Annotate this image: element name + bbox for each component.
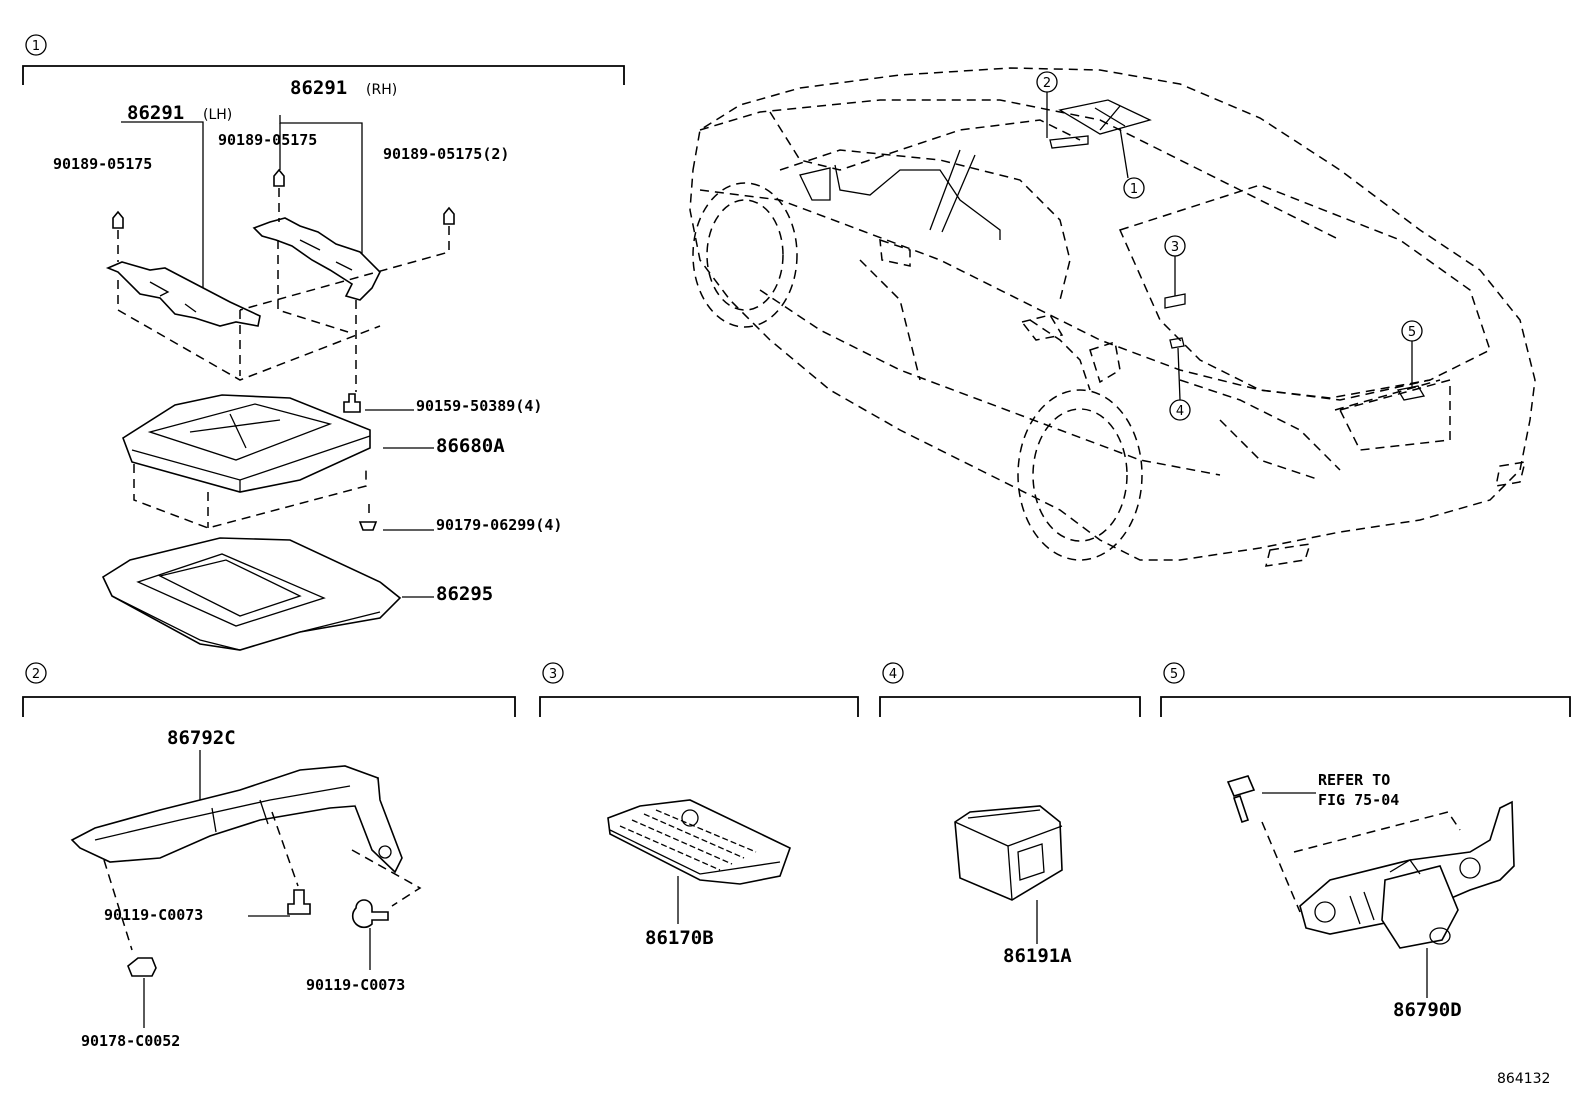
section-4-number: 4 xyxy=(889,667,897,682)
group-3-parts: 86170B xyxy=(607,799,791,949)
bolt-icon xyxy=(343,393,361,413)
section-1-header: 1 xyxy=(22,34,625,85)
display-unit-drawing xyxy=(122,394,371,493)
bracket-rh-part-number: 86291 xyxy=(290,77,347,99)
screw-qty2-label: 90189-05175(2) xyxy=(383,145,509,163)
clip-label: 90179-06299(4) xyxy=(436,516,562,534)
receiver-drawing xyxy=(954,805,1063,901)
camera-label: 86790D xyxy=(1393,999,1462,1021)
remote-label: 86170B xyxy=(645,927,714,949)
group-2-parts: 86792C 90119-C0073 90119-C0073 90178-C00… xyxy=(70,727,422,1050)
screw-icon xyxy=(287,889,311,915)
screw-rh-label: 90189-05175 xyxy=(218,131,317,149)
screw-lh-label: 90189-05175 xyxy=(53,155,152,173)
bolt-label: 90159-50389(4) xyxy=(416,397,542,415)
callout-3: 3 xyxy=(1171,240,1179,255)
callout-4: 4 xyxy=(1176,404,1184,419)
rear-camera-drawing xyxy=(1299,800,1515,949)
section-4-header: 4 xyxy=(879,662,1141,717)
callout-2: 2 xyxy=(1043,76,1051,91)
display-label: 86680A xyxy=(436,435,505,457)
bracket-rh-side: (RH) xyxy=(366,82,397,98)
screw-icon xyxy=(443,206,455,225)
vehicle-overview-drawing: 2 1 3 4 5 xyxy=(689,67,1536,567)
screw-icon xyxy=(112,210,124,229)
antenna-unit-drawing xyxy=(70,765,403,874)
receiver-label: 86191A xyxy=(1003,945,1072,967)
clip-icon xyxy=(358,521,378,531)
group-4-parts: 86191A xyxy=(954,805,1072,967)
section-1-number: 1 xyxy=(32,39,40,54)
antenna-label: 86792C xyxy=(167,727,236,749)
cover-label: 86295 xyxy=(436,583,493,605)
callout-5: 5 xyxy=(1408,325,1416,340)
refer-to-line1: REFER TO xyxy=(1318,771,1390,789)
bezel-cover-drawing xyxy=(101,537,402,651)
bracket-lh-side: (LH) xyxy=(203,107,232,123)
bracket-lh-drawing xyxy=(105,261,261,327)
screw-b-label: 90119-C0073 xyxy=(306,976,405,994)
section-3-header: 3 xyxy=(539,662,859,717)
callout-1: 1 xyxy=(1130,182,1138,197)
bolt-icon xyxy=(1226,775,1256,824)
remote-control-drawing xyxy=(607,799,791,885)
group-5-parts: REFER TO FIG 75-04 86790D xyxy=(1226,771,1515,1021)
clip-icon xyxy=(127,957,157,977)
clip-label: 90178-C0052 xyxy=(81,1032,180,1050)
section-5-number: 5 xyxy=(1170,667,1178,682)
bracket-lh-part-number: 86291 xyxy=(127,102,184,124)
section-3-number: 3 xyxy=(549,667,557,682)
screw-icon xyxy=(273,168,285,187)
group-1-parts: 86291 (LH) 86291 (RH) 90189-05175 90189-… xyxy=(53,77,562,651)
refer-to-line2: FIG 75-04 xyxy=(1318,791,1399,809)
bracket-rh-drawing xyxy=(252,217,381,301)
figure-code: 864132 xyxy=(1497,1071,1550,1087)
screw-icon xyxy=(351,899,389,929)
screw-a-label: 90119-C0073 xyxy=(104,906,203,924)
section-5-header: 5 xyxy=(1160,662,1571,717)
section-2-number: 2 xyxy=(32,667,40,682)
section-2-header: 2 xyxy=(22,662,516,717)
